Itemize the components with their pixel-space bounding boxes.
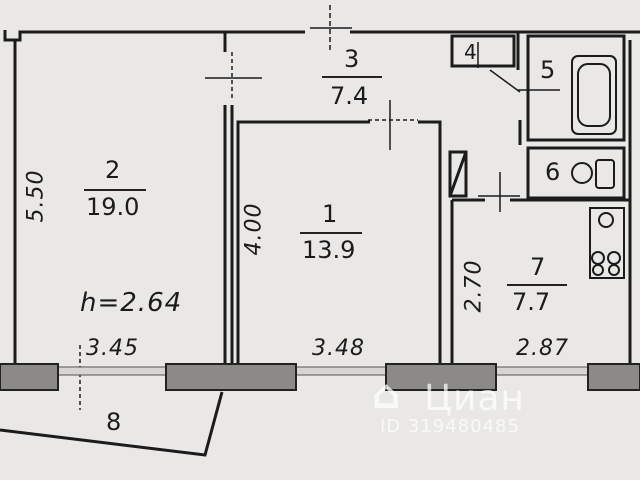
watermark: ⌂ Циан ID 319480485 (372, 372, 582, 442)
room-3-number: 3 (344, 45, 360, 73)
wc-6 (526, 146, 626, 200)
cian-logo-icon: ⌂ (372, 372, 401, 418)
dim-room7-height: 2.70 (461, 259, 487, 313)
room-6-number: 6 (545, 158, 561, 186)
vent-shaft (448, 150, 468, 198)
wall-room1-north (236, 120, 370, 366)
balcony-8-number: 8 (106, 408, 122, 436)
window-2 (165, 363, 297, 391)
dim-room1-height: 4.00 (241, 202, 267, 256)
room-4-number: 4 (464, 40, 477, 64)
room-1-divider (300, 232, 362, 234)
dim-ceiling-height: h=2.64 (80, 288, 183, 318)
wall-room1-northeast (418, 120, 442, 366)
room-2-number: 2 (105, 156, 121, 184)
dim-room2-width: 3.45 (86, 336, 139, 361)
door-markers (79, 5, 560, 410)
balcony-outline (0, 391, 224, 457)
stove-icon (589, 207, 625, 279)
room-3-area: 7.4 (330, 82, 369, 110)
room-7-area: 7.7 (512, 288, 551, 316)
room-5-number: 5 (540, 56, 556, 84)
room-2-area: 19.0 (86, 193, 140, 221)
room-1-area: 13.9 (302, 236, 356, 264)
toilet-room-4 (450, 34, 516, 68)
window-1 (0, 363, 59, 391)
window-4 (587, 363, 640, 391)
watermark-id: ID 319480485 (380, 416, 520, 437)
vent-diagonal (448, 151, 468, 197)
room-7-divider (507, 284, 567, 286)
room-2-divider (84, 189, 146, 191)
bathtub-icon (571, 55, 617, 135)
toilet-icon (571, 159, 615, 189)
dim-room1-width: 3.48 (312, 336, 365, 361)
window-3 (385, 363, 497, 391)
bathroom-5 (526, 34, 626, 142)
window-strip (0, 363, 640, 391)
dim-room2-height: 5.50 (23, 169, 49, 223)
outer-wall-top-left (3, 30, 305, 42)
room-1-number: 1 (322, 200, 338, 228)
watermark-brand: Циан (424, 378, 525, 419)
room-7-number: 7 (530, 253, 546, 281)
room-3-divider (322, 76, 382, 78)
dim-room7-width: 2.87 (516, 336, 569, 361)
